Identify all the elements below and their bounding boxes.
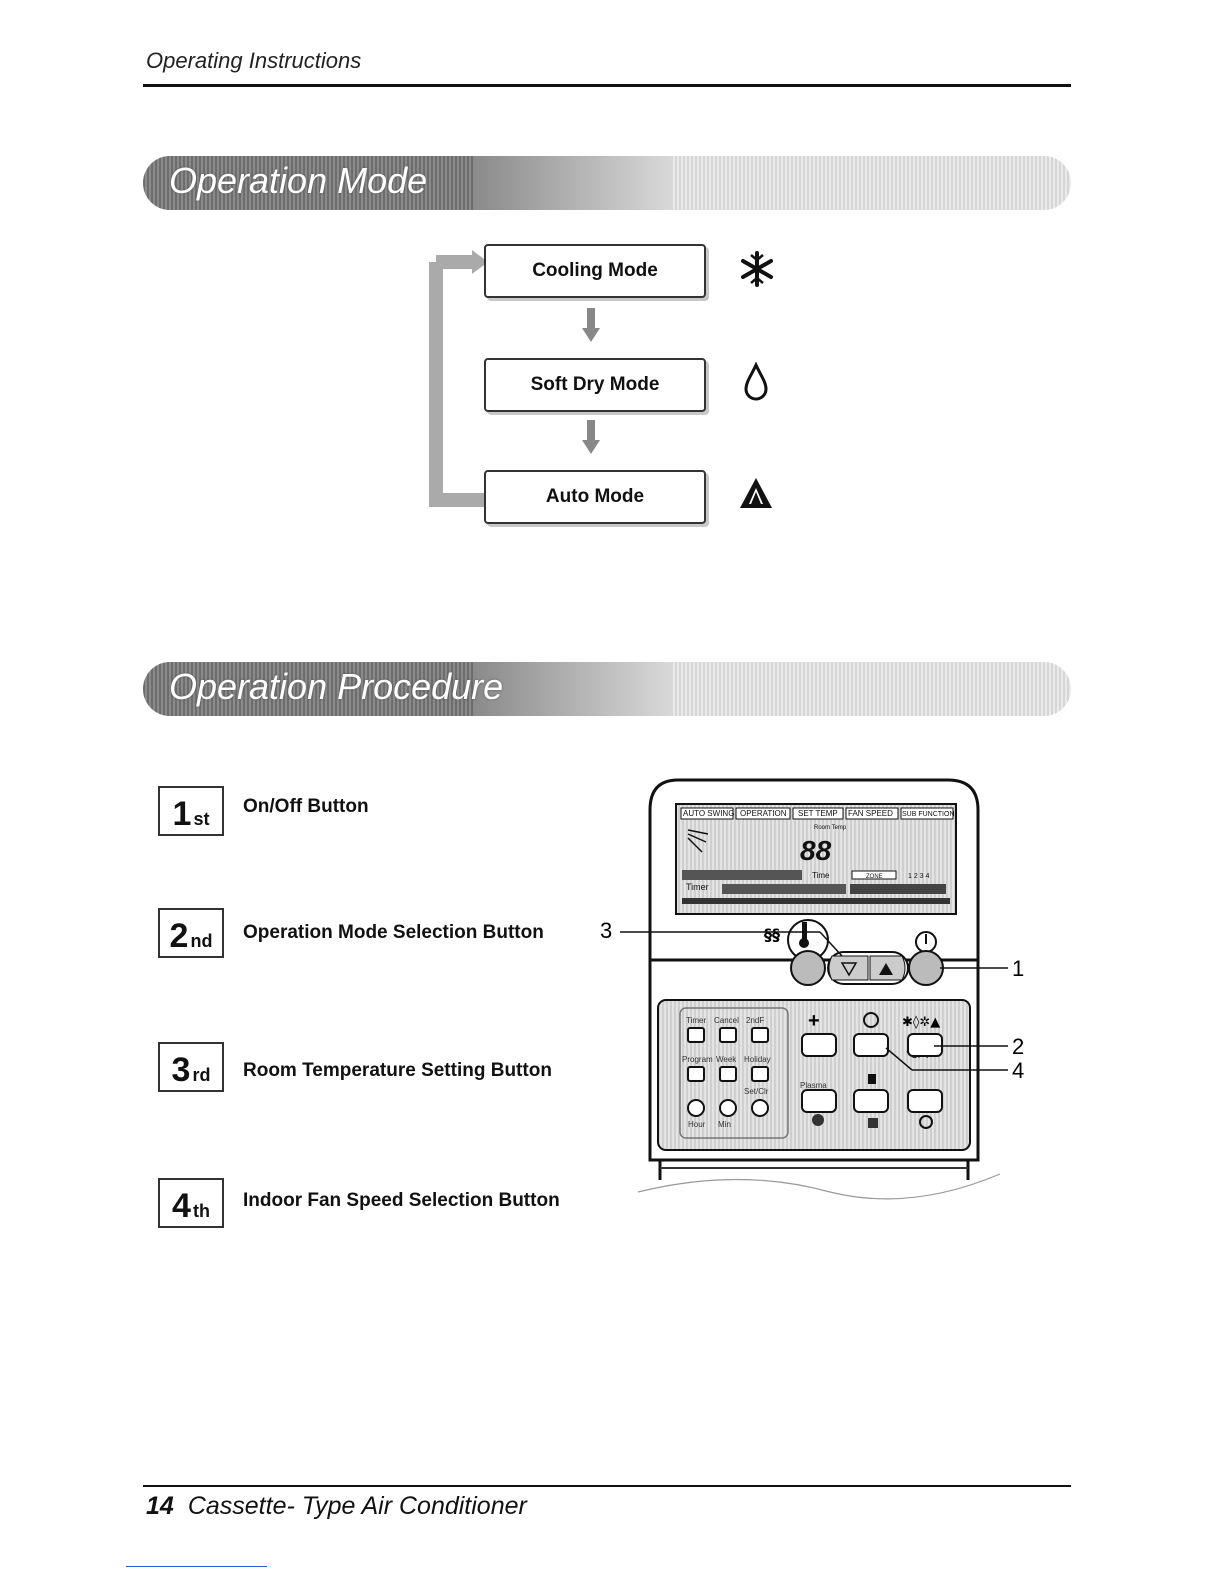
temp-up-icon (879, 963, 893, 975)
cancel-label: Cancel (714, 1016, 739, 1025)
home-leave-button (853, 1089, 889, 1113)
plasma-label: Plasma (800, 1081, 827, 1090)
set-clr-label: Set/Clr (744, 1087, 769, 1096)
lcd-zone: ZONE (866, 874, 883, 880)
down-arrow-icon (582, 420, 600, 454)
link-underline (126, 1566, 267, 1567)
swing-button (907, 1089, 943, 1113)
auto-mode-box: Auto Mode (484, 470, 706, 524)
week-button (719, 1066, 737, 1082)
clean-icon (919, 1115, 933, 1129)
lcd-tab: SET TEMP (798, 809, 838, 818)
cooling-mode-box: Cooling Mode (484, 244, 706, 298)
callout-1: 1 (1012, 956, 1024, 981)
step-label-room-temp: Room Temperature Setting Button (243, 1060, 552, 1081)
set-clr-button (751, 1099, 769, 1117)
lcd-room-temp: Room Temp (814, 825, 847, 831)
svg-text:§§: §§ (764, 925, 780, 944)
auto-mode-icon (740, 478, 772, 508)
callout-4: 4 (1012, 1058, 1024, 1083)
lcd-display (675, 803, 957, 915)
lcd-tab: AUTO SWING (683, 809, 734, 818)
step-label-fan-speed: Indoor Fan Speed Selection Button (243, 1190, 560, 1211)
header-rule (143, 84, 1071, 87)
temp-down-icon (840, 962, 858, 977)
soft-dry-mode-label: Soft Dry Mode (530, 374, 660, 395)
timer-label: Timer (686, 1016, 706, 1025)
lcd-time: Time (812, 871, 830, 880)
lcd-digits: 88 (800, 835, 832, 866)
section-header-operation-mode: Operation Mode (143, 156, 1071, 210)
callout-3: 3 (600, 918, 612, 943)
down-arrow-icon (582, 308, 600, 342)
mode-cycle-arrow (429, 250, 488, 507)
fan-icon (863, 1012, 879, 1028)
lcd-tab: OPERATION (740, 809, 787, 818)
mode-button (907, 1033, 943, 1057)
plus-button (801, 1033, 837, 1057)
page-footer: 14 Cassette- Type Air Conditioner (146, 1492, 527, 1521)
holiday-button (751, 1066, 769, 1082)
second-f-button (751, 1027, 769, 1043)
lcd-tab: FAN SPEED (848, 809, 893, 818)
step-label-on-off: On/Off Button (243, 796, 369, 817)
home-icon (868, 1074, 876, 1084)
timer-button (687, 1027, 705, 1043)
soft-dry-mode-box: Soft Dry Mode (484, 358, 706, 412)
water-drop-icon (744, 362, 768, 401)
week-label: Week (716, 1055, 737, 1064)
auto-mode-label: Auto Mode (545, 486, 645, 507)
grid-icon (868, 1118, 878, 1128)
program-button (687, 1066, 705, 1082)
min-label: Min (718, 1120, 731, 1129)
plasma-button (801, 1089, 837, 1113)
section-title: Operation Procedure (169, 666, 504, 707)
footer-rule (143, 1485, 1071, 1487)
section-title: Operation Mode (169, 160, 428, 201)
reset-icon (812, 1114, 824, 1126)
program-label: Program (682, 1055, 713, 1064)
on-off-button (908, 950, 944, 986)
snowflake-icon (741, 251, 773, 287)
lcd-timer: Timer (686, 882, 709, 892)
cooling-mode-label: Cooling Mode (532, 260, 658, 281)
jet-cool-button (790, 950, 826, 986)
second-f-label: 2ndF (746, 1016, 764, 1025)
lcd-tab: SUB FUNCTION (902, 811, 955, 818)
step-label-operation-mode: Operation Mode Selection Button (243, 922, 544, 943)
hour-label: Hour (688, 1120, 706, 1129)
cancel-button (719, 1027, 737, 1043)
page-number: 14 (146, 1492, 174, 1520)
mode-icons: ✱◊✲▲ (902, 1015, 940, 1030)
footer-title: Cassette- Type Air Conditioner (187, 1492, 527, 1520)
hour-button (687, 1099, 705, 1117)
remote-controller-illustration: AUTO SWING OPERATION SET TEMP FAN SPEED … (600, 778, 1024, 1200)
section-header-operation-procedure: Operation Procedure (143, 662, 1071, 716)
lcd-zone-numbers: 1 2 3 4 (908, 873, 930, 880)
running-header: Operating Instructions (146, 48, 362, 73)
svg-text:+: + (808, 1010, 820, 1032)
callout-2: 2 (1012, 1034, 1024, 1059)
min-button (719, 1099, 737, 1117)
fan-speed-button (853, 1033, 889, 1057)
holiday-label: Holiday (744, 1055, 771, 1064)
